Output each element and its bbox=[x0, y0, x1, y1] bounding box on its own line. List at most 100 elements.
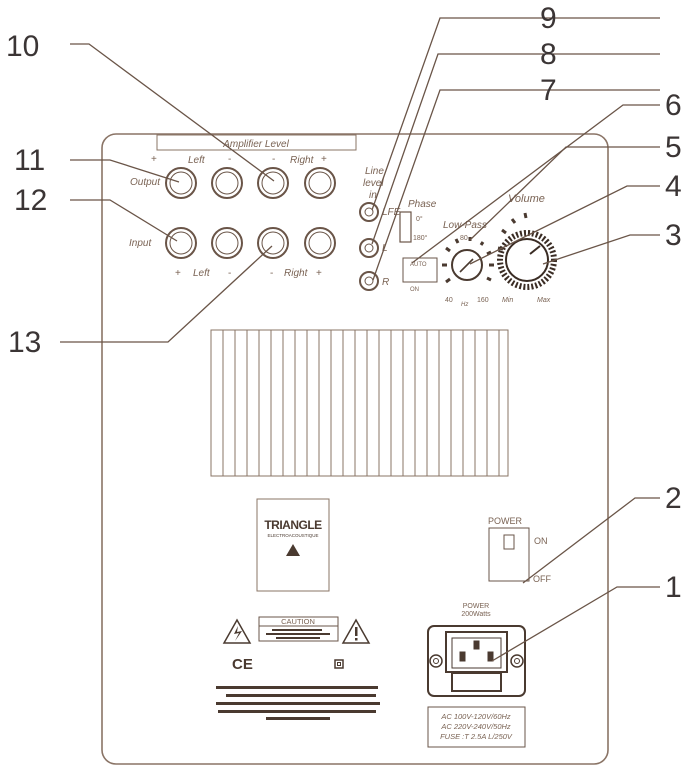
phase-180-label: 180° bbox=[413, 234, 428, 242]
low-pass-ticks bbox=[442, 237, 494, 284]
output-minus-left: - bbox=[228, 154, 231, 165]
leader-11 bbox=[70, 159, 180, 183]
input-minus-left: - bbox=[228, 268, 231, 279]
output-left-label: Left bbox=[188, 155, 206, 166]
leader-7 bbox=[372, 89, 660, 281]
leader-5 bbox=[469, 146, 660, 241]
lp-80-label: 80 bbox=[460, 235, 468, 242]
power-switch-toggle bbox=[503, 534, 515, 550]
rca-r-jack bbox=[364, 276, 374, 286]
callout-1: 1 bbox=[665, 571, 682, 604]
power-off-label: OFF bbox=[533, 574, 551, 584]
mains-spec-3: FUSE :T 2.5A L/250V bbox=[440, 732, 513, 741]
input-plus-right: + bbox=[316, 268, 322, 279]
triangle-logo-icon bbox=[286, 544, 300, 556]
mains-spec-1: AC 100V-120V/60Hz bbox=[440, 712, 511, 721]
power-switch-label: POWER bbox=[488, 516, 523, 526]
callout-8: 8 bbox=[540, 38, 557, 71]
input-terminal bbox=[261, 231, 285, 255]
caution-label: CAUTION bbox=[281, 617, 315, 626]
low-pass-label: Low-Pass bbox=[443, 220, 487, 231]
line-level-label-2: level bbox=[363, 178, 384, 189]
exclamation-dot-icon bbox=[355, 638, 358, 641]
amplifier-level-label: Amplifier Level bbox=[222, 139, 289, 150]
output-plus-right: + bbox=[321, 154, 327, 165]
caution-text-bars bbox=[266, 629, 330, 639]
callout-11: 11 bbox=[14, 144, 45, 177]
input-minus-right: - bbox=[270, 268, 273, 279]
lightning-bolt-icon bbox=[234, 626, 242, 641]
leader-1 bbox=[491, 586, 660, 662]
output-terminal bbox=[169, 171, 193, 195]
panel-outline bbox=[101, 133, 609, 765]
leader-10 bbox=[70, 43, 275, 182]
input-left-label: Left bbox=[193, 268, 211, 279]
output-minus-right: - bbox=[272, 154, 275, 165]
line-level-label-3: in bbox=[369, 190, 377, 201]
volume-ticks bbox=[497, 212, 528, 251]
output-label: Output bbox=[130, 177, 161, 188]
power-on-label: ON bbox=[534, 536, 548, 546]
input-label: Input bbox=[129, 238, 152, 249]
callout-4: 4 bbox=[665, 170, 682, 203]
power-switch bbox=[488, 527, 530, 582]
leader-8 bbox=[371, 53, 660, 245]
leader-9 bbox=[371, 17, 660, 211]
callout-2: 2 bbox=[665, 482, 682, 515]
leader-lines bbox=[60, 17, 660, 662]
input-terminals bbox=[165, 227, 336, 259]
volume-knob bbox=[505, 238, 549, 282]
auto-on-label: ON bbox=[410, 287, 419, 293]
callout-7: 7 bbox=[540, 74, 557, 107]
lp-hz-label: Hz bbox=[461, 302, 468, 308]
output-right-label: Right bbox=[290, 155, 315, 166]
heatsink bbox=[210, 329, 509, 477]
power-rating-1: POWER bbox=[463, 603, 489, 610]
low-pass-pointer bbox=[459, 258, 474, 273]
leader-2 bbox=[522, 497, 660, 584]
line-level-label-1: Line bbox=[365, 166, 384, 177]
output-terminal bbox=[261, 171, 285, 195]
rca-l-jack bbox=[364, 243, 374, 253]
ce-mark: CE bbox=[232, 656, 253, 673]
volume-label: Volume bbox=[508, 193, 545, 205]
callout-3: 3 bbox=[665, 219, 682, 252]
phase-label: Phase bbox=[408, 199, 437, 210]
rca-jacks bbox=[359, 202, 379, 291]
brand-logo-text: TRIANGLE bbox=[264, 518, 322, 532]
callout-6: 6 bbox=[665, 89, 682, 122]
phase-switch bbox=[399, 211, 412, 243]
output-terminals bbox=[165, 167, 336, 199]
auto-label: AUTO bbox=[410, 262, 427, 268]
volume-pointer bbox=[529, 245, 541, 255]
callout-13: 13 bbox=[8, 326, 41, 359]
iec-inlet bbox=[427, 625, 526, 697]
input-right-label: Right bbox=[284, 268, 309, 279]
output-terminal bbox=[308, 171, 332, 195]
callout-10: 10 bbox=[6, 30, 39, 63]
callout-5: 5 bbox=[665, 131, 682, 164]
mains-spec-box bbox=[427, 706, 526, 748]
leader-6 bbox=[411, 104, 660, 264]
leader-12 bbox=[70, 199, 178, 242]
volume-max-label: Max bbox=[537, 297, 551, 304]
input-plus-left: + bbox=[175, 268, 181, 279]
leader-4 bbox=[469, 185, 660, 265]
leader-3 bbox=[542, 234, 660, 265]
brand-logo-subtext: ELECTROACOUSTIQUE bbox=[267, 533, 318, 538]
callout-9: 9 bbox=[540, 2, 557, 35]
auto-on-switch bbox=[402, 257, 438, 283]
callout-12: 12 bbox=[14, 184, 47, 217]
leader-13 bbox=[60, 245, 273, 343]
mains-spec-2: AC 220V-240V/50Hz bbox=[440, 722, 511, 731]
input-terminal bbox=[308, 231, 332, 255]
double-insulation-icon bbox=[334, 659, 344, 669]
output-terminal bbox=[215, 171, 239, 195]
amplifier-level-box bbox=[156, 134, 357, 151]
input-terminal bbox=[215, 231, 239, 255]
lp-160-label: 160 bbox=[477, 297, 489, 304]
output-plus-left: + bbox=[151, 154, 157, 165]
power-rating-2: 200Watts bbox=[461, 611, 491, 618]
r-label: R bbox=[382, 277, 389, 288]
